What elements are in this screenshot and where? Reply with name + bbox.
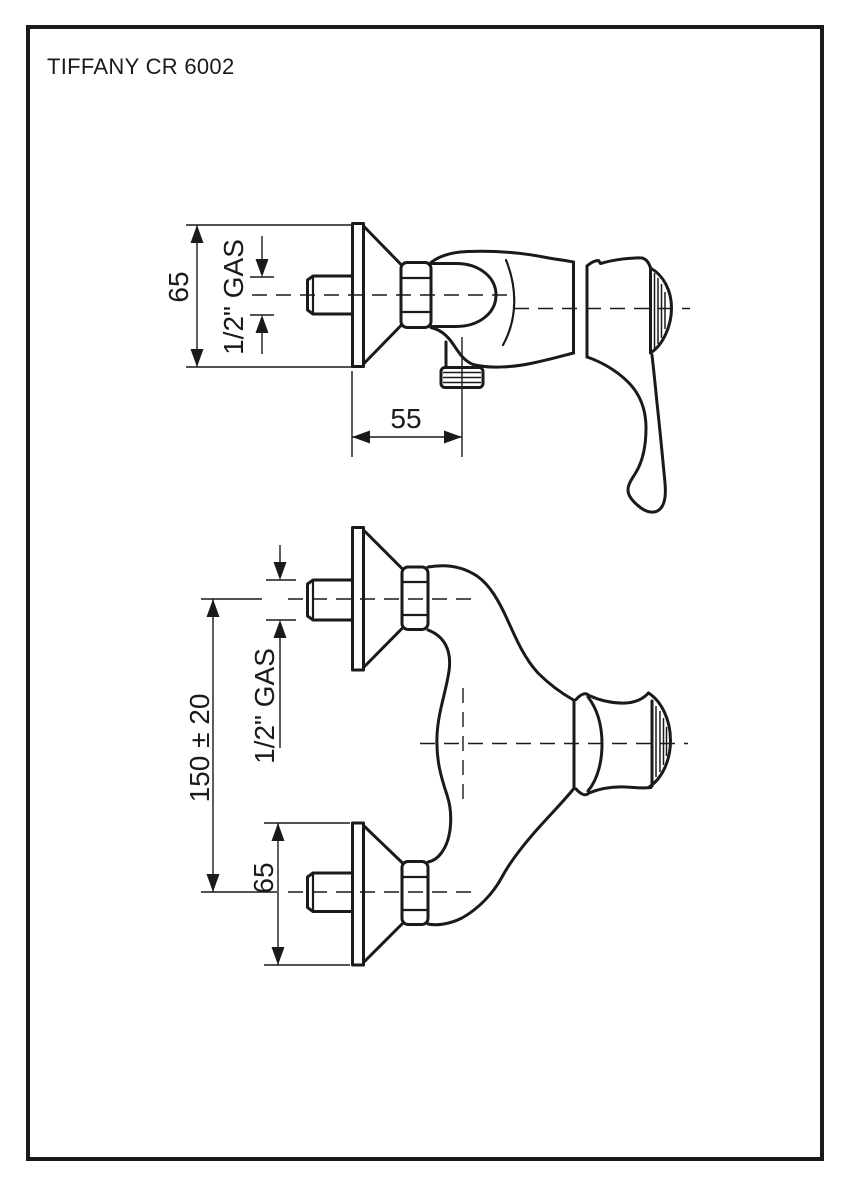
upper-cone-bottom-edge (362, 627, 404, 669)
escutcheon-cone-top-edge (362, 224, 403, 266)
handle-bell-top-edge (574, 691, 650, 705)
lower-cone-top-edge (362, 824, 404, 864)
side-view-drawing: 65 1/2" GAS 55 (163, 222, 690, 514)
body-right-top-outline (426, 564, 575, 702)
front-view-drawing: 150 ± 20 1/2" GAS 65 (184, 526, 688, 967)
side-dim-thread-label: 1/2" GAS (218, 239, 249, 355)
body-highlight-arc (501, 258, 516, 347)
front-dim-thread-label: 1/2" GAS (249, 648, 280, 764)
front-dim-spacing: 150 ± 20 (184, 598, 277, 893)
front-centerlines (288, 598, 688, 893)
front-dim-spacing-label: 150 ± 20 (184, 694, 215, 803)
side-dim-height-label: 65 (163, 271, 194, 302)
body-left-wavy-outline (426, 628, 453, 864)
front-mixer-body (426, 564, 672, 927)
upper-cone-top-edge (362, 528, 404, 570)
front-dim-plate-height-label: 65 (248, 862, 279, 893)
handle-bell-top-edge (585, 256, 652, 270)
escutcheon-cone-bottom-edge (362, 324, 403, 366)
front-dim-plate-height: 65 (248, 822, 350, 966)
upper-connection-nut (400, 565, 430, 631)
handle-cap-dome (647, 691, 672, 789)
cartridge-dome (429, 262, 498, 328)
body-top-outline (429, 249, 575, 264)
drawing-title: TIFFANY CR 6002 (47, 54, 235, 79)
side-dim-depth-label: 55 (390, 403, 421, 434)
side-dim-thread: 1/2" GAS (218, 236, 274, 355)
front-lower-escutcheon (306, 821, 430, 967)
front-dim-thread: 1/2" GAS (249, 545, 296, 764)
handle-lever (585, 353, 667, 514)
upper-thread-nipple (306, 578, 354, 622)
lower-cone-bottom-edge (362, 922, 404, 964)
side-dim-depth: 55 (351, 371, 462, 457)
cap-hatching (655, 706, 668, 777)
side-mixer-body (429, 249, 673, 514)
drawing-frame (26, 25, 824, 1161)
handle-bell-bottom-edge (574, 785, 653, 797)
body-bottom-outline (429, 326, 575, 369)
lower-connection-nut (400, 860, 430, 926)
cap-hatching (653, 273, 666, 349)
side-centerlines (252, 294, 690, 457)
lower-thread-nipple (306, 871, 354, 913)
lower-escutcheon-plate (351, 821, 365, 967)
body-right-bottom-outline (426, 787, 575, 927)
side-dim-height: 65 (163, 224, 352, 368)
